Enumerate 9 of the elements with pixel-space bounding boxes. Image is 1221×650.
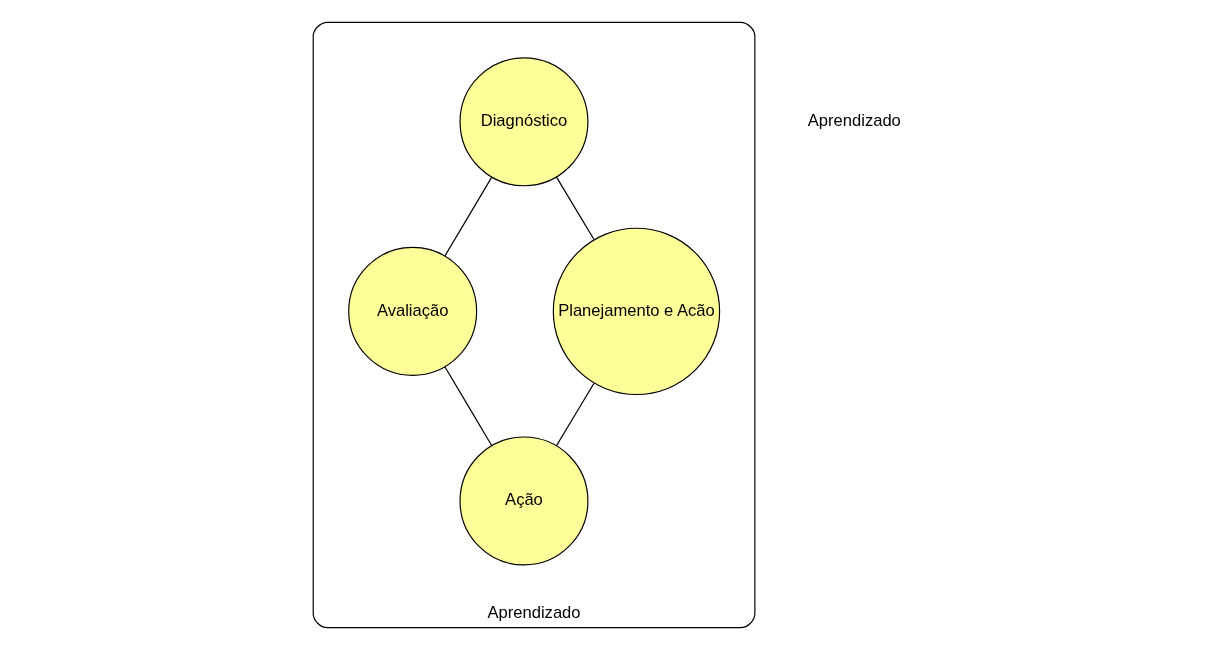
node-circle: Planejamento e Acão (552, 227, 720, 396)
connector (555, 382, 594, 447)
node-circle: Ação (458, 436, 588, 566)
connector (443, 176, 492, 257)
connector (443, 366, 492, 446)
connector (555, 176, 595, 241)
node-circle: Diagnóstico (458, 57, 588, 187)
node-circle: Avaliação (347, 246, 477, 376)
label: Aprendizado (807, 111, 901, 131)
